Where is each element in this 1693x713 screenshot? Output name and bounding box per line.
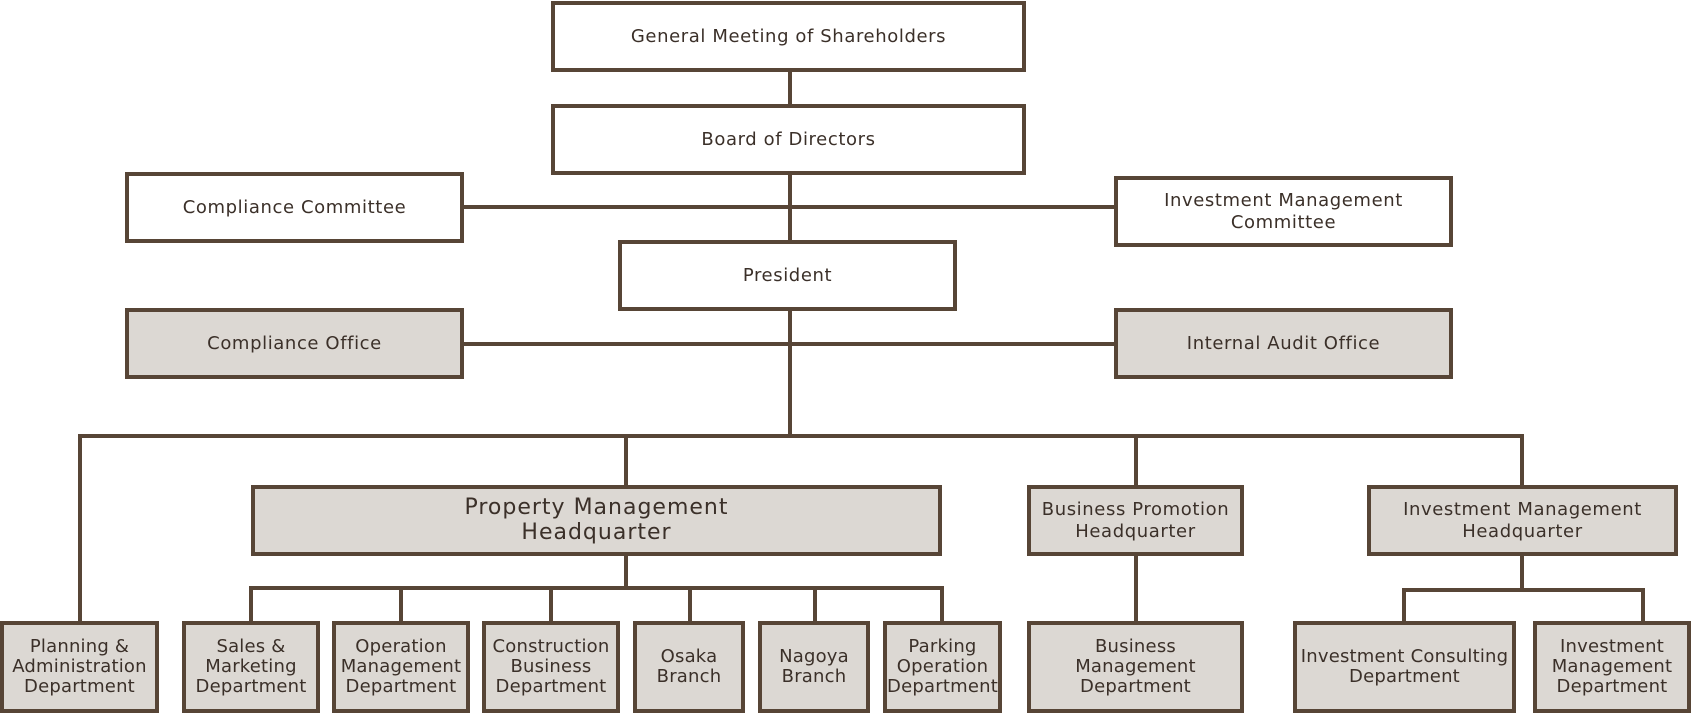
compliance-committee-box: Compliance Committee <box>125 172 464 243</box>
investment-management-hq-label: Investment Management Headquarter <box>1403 498 1642 542</box>
business-promotion-hq-box: Business Promotion Headquarter <box>1027 485 1244 556</box>
investment-management-dept-label: Investment Management Department <box>1551 635 1673 698</box>
operation-management-dept-label: Operation Management Department <box>340 635 462 698</box>
general-meeting-box: General Meeting of Shareholders <box>551 1 1026 72</box>
parking-operation-dept-label: Parking Operation Department <box>887 635 998 698</box>
president-label: President <box>742 264 833 286</box>
board-of-directors-label: Board of Directors <box>701 128 876 150</box>
investment-consulting-dept-box: Investment Consulting Department <box>1293 621 1516 713</box>
president-box: President <box>618 240 957 311</box>
construction-business-dept-box: Construction Business Department <box>482 621 620 713</box>
planning-admin-dept-box: Planning & Administration Department <box>0 621 159 713</box>
internal-audit-office-label: Internal Audit Office <box>1186 332 1381 354</box>
parking-operation-dept-box: Parking Operation Department <box>883 621 1002 713</box>
property-management-hq-label: Property Management Headquarter <box>464 495 729 545</box>
business-management-dept-label: Business Management Department <box>1075 635 1196 698</box>
business-promotion-hq-label: Business Promotion Headquarter <box>1041 498 1230 542</box>
planning-admin-dept-label: Planning & Administration Department <box>12 635 147 698</box>
compliance-office-label: Compliance Office <box>207 332 382 354</box>
investment-management-committee-box: Investment Management Committee <box>1114 176 1453 247</box>
nagoya-branch-label: Nagoya Branch <box>779 645 849 687</box>
construction-business-dept-label: Construction Business Department <box>492 635 610 698</box>
investment-management-dept-box: Investment Management Department <box>1533 621 1691 713</box>
investment-consulting-dept-label: Investment Consulting Department <box>1300 645 1509 687</box>
nagoya-branch-box: Nagoya Branch <box>758 621 870 713</box>
sales-marketing-dept-label: Sales & Marketing Department <box>195 635 307 698</box>
osaka-branch-label: Osaka Branch <box>656 645 722 687</box>
internal-audit-office-box: Internal Audit Office <box>1114 308 1453 379</box>
business-management-dept-box: Business Management Department <box>1027 621 1244 713</box>
operation-management-dept-box: Operation Management Department <box>332 621 470 713</box>
general-meeting-label: General Meeting of Shareholders <box>630 25 947 47</box>
osaka-branch-box: Osaka Branch <box>633 621 745 713</box>
compliance-committee-label: Compliance Committee <box>182 196 407 218</box>
investment-management-hq-box: Investment Management Headquarter <box>1367 485 1678 556</box>
investment-management-committee-label: Investment Management Committee <box>1164 189 1403 233</box>
sales-marketing-dept-box: Sales & Marketing Department <box>182 621 320 713</box>
compliance-office-box: Compliance Office <box>125 308 464 379</box>
board-of-directors-box: Board of Directors <box>551 104 1026 175</box>
property-management-hq-box: Property Management Headquarter <box>251 485 942 556</box>
